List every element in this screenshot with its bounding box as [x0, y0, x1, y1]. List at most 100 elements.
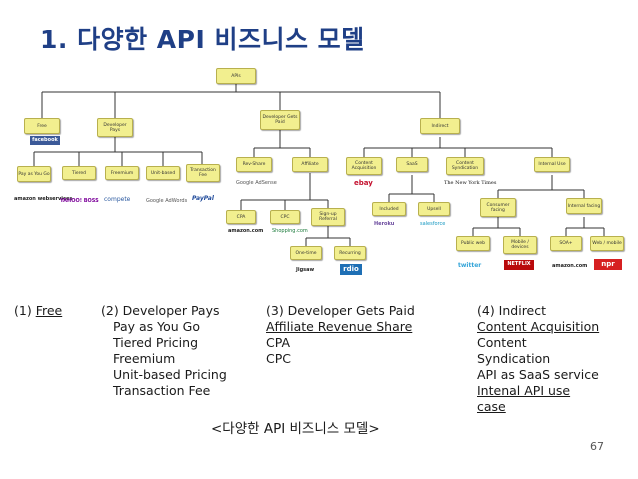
list-item: Freemium — [113, 351, 176, 366]
tree-node-label: Unit-based — [150, 170, 176, 176]
tree-node-label: CPC — [280, 214, 290, 220]
tree-node-label: Developer Gets Paid — [262, 115, 298, 125]
tree-node-label: Recurring — [339, 250, 361, 256]
tree-node-label: Developer Pays — [103, 122, 127, 133]
tree-node-transaction-fee: Transaction Fee — [186, 164, 220, 182]
tree-node-label: Content Acquisition — [351, 161, 377, 171]
ebay-logo: ebay — [354, 179, 373, 187]
tree-node-cpc: CPC — [270, 210, 300, 224]
list-item: Tiered Pricing — [113, 335, 199, 350]
tree-node-upsell: Upsell — [418, 202, 450, 216]
tree-node-unit-based: Unit-based — [146, 166, 180, 180]
tree-node-content-syndication: Content Syndication — [446, 157, 484, 175]
shopping-com-logo: Shopping.com — [272, 228, 308, 234]
tree-node-internal-use: Internal Use — [534, 157, 570, 172]
salesforce-logo: salesforce — [420, 221, 446, 227]
tree-node-developer-gets-paid: Developer Gets Paid — [260, 110, 300, 130]
business-model-tree-connectors — [33, 83, 605, 246]
tree-node-included: Included — [372, 202, 406, 216]
list-item: CPA — [266, 335, 291, 350]
tree-node-recurring: Recurring — [334, 246, 366, 260]
tree-node-developer-pays: Developer Pays — [97, 118, 133, 137]
tree-node-label: Public web — [460, 241, 486, 246]
tree-node-internal-facing: Internal facing — [566, 198, 602, 214]
list-item: CPC — [266, 351, 291, 366]
list-item: API as SaaS service — [477, 367, 599, 382]
google-adsense-logo: Google AdSense — [236, 180, 277, 186]
figure-caption: <다양한 API 비즈니스 모델> — [211, 421, 380, 437]
tree-node-label: Free — [37, 123, 47, 129]
list-item: Affiliate Revenue Share — [266, 319, 413, 334]
tree-node-apis: APIs — [216, 68, 256, 84]
jigsaw-logo: Jigsaw — [296, 267, 315, 273]
slide-title: 1. 다양한 API 비즈니스 모델 — [40, 25, 365, 54]
tree-node-web-mobile: Web / mobile — [590, 236, 624, 251]
list-item: Unit-based Pricing — [113, 367, 227, 382]
list-item: Pay as You Go — [113, 319, 201, 334]
tree-node-label: One-time — [295, 250, 317, 256]
amazon-com-logo-2: amazon.com — [552, 263, 588, 269]
tree-node-label: Internal Use — [538, 162, 566, 167]
yahoo-boss-logo: YAHOO! BOSS — [60, 198, 99, 204]
heroku-logo: Heroku — [374, 221, 395, 227]
page-number: 67 — [590, 440, 604, 453]
paypal-logo: PayPal — [192, 195, 214, 202]
tree-node-label: Upsell — [427, 206, 441, 212]
tree-node-consumer-facing: Consumer facing — [480, 198, 516, 217]
tree-node-free: Free — [24, 118, 60, 134]
column-free: (1) Free — [14, 303, 62, 319]
list-item: Content Acquisition — [477, 319, 600, 334]
tree-node-label: Indirect — [431, 123, 449, 129]
tree-node-pay-as-you-go: Pay as You Go — [17, 166, 51, 182]
tree-node-label: Freemium — [110, 170, 134, 176]
amazon-webservices-logo: amazon webservices — [14, 196, 73, 202]
tree-node-signup-referral: Sign-up Referral — [311, 208, 345, 226]
compete-logo: compete — [104, 196, 131, 203]
tree-node-label: SOA+ — [559, 241, 573, 246]
tree-node-label: Transaction Fee — [190, 168, 216, 178]
tree-node-label: SaaS — [406, 162, 418, 167]
column-heading: (4) Indirect — [477, 303, 547, 318]
tree-node-label: Affiliate — [301, 162, 319, 167]
tree-node-mobile-devices: Mobile / devices — [503, 236, 537, 254]
netflix-logo: NETFLIX — [504, 260, 534, 270]
tree-node-affiliate: Affiliate — [292, 157, 328, 172]
tree-node-rev-share: Rev-Share — [236, 157, 272, 172]
tree-node-label: APIs — [231, 73, 241, 79]
tree-node-content-acquisition: Content Acquisition — [346, 157, 382, 175]
list-item: Syndication — [477, 351, 551, 366]
column-free-prefix: (1) — [14, 303, 36, 318]
google-adwords-logo: Google AdWords — [146, 198, 188, 204]
tree-node-label: Tiered — [71, 170, 86, 176]
tree-node-one-time: One-time — [290, 246, 322, 260]
tree-node-public-web: Public web — [456, 236, 490, 251]
column-free-label: Free — [35, 303, 63, 318]
tree-node-soa: SOA+ — [550, 236, 582, 251]
column-indirect: (4) Indirect Content Acquisition Content… — [477, 303, 599, 415]
column-heading: (3) Developer Gets Paid — [266, 303, 415, 318]
tree-node-label: Internal facing — [567, 203, 601, 209]
facebook-logo: facebook — [30, 136, 60, 145]
tree-node-label: Consumer facing — [486, 202, 510, 213]
tree-node-label: Content Syndication — [451, 161, 479, 171]
tree-node-label: Pay as You Go — [18, 171, 50, 177]
column-developer-pays: (2) Developer Pays Pay as You Go Tiered … — [101, 303, 227, 399]
amazon-com-logo: amazon.com — [228, 228, 264, 234]
list-item: case — [477, 399, 506, 414]
tree-node-label: Web / mobile — [592, 241, 622, 246]
tree-node-label: CPA — [236, 214, 246, 220]
nytimes-logo: The New York Times — [444, 180, 497, 186]
list-item: Transaction Fee — [113, 383, 211, 398]
tree-node-indirect: Indirect — [420, 118, 460, 134]
tree-node-label: Rev-Share — [242, 162, 266, 167]
list-item: Intenal API use — [477, 383, 571, 398]
twitter-logo: twitter — [458, 262, 482, 269]
column-heading: (2) Developer Pays — [101, 303, 220, 318]
tree-node-saas: SaaS — [396, 157, 428, 172]
list-item: Content — [477, 335, 527, 350]
rdio-logo: rdio — [340, 264, 362, 275]
tree-node-label: Included — [379, 206, 399, 212]
tree-node-cpa: CPA — [226, 210, 256, 224]
tree-node-freemium: Freemium — [105, 166, 139, 180]
tree-node-tiered: Tiered — [62, 166, 96, 180]
